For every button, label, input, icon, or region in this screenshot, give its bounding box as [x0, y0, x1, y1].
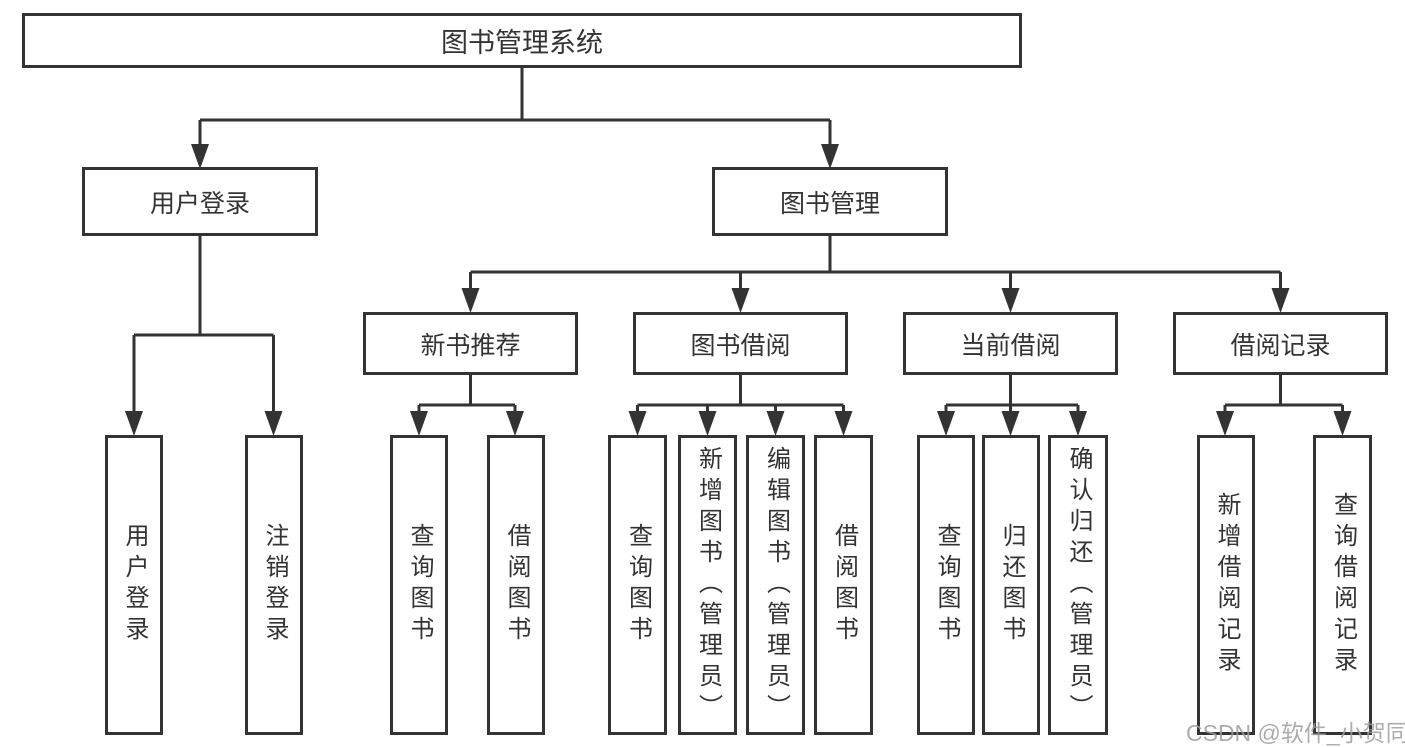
node-leaf-query-borrow-record: 查询借阅记录	[1313, 435, 1372, 735]
node-leaf-edit-book-admin: 编辑图书（管理员）	[746, 435, 805, 735]
node-leaf-confirm-return-admin: 确认归还（管理员）	[1048, 435, 1108, 735]
csdn-watermark: CSDN @软件_小贺同学	[1186, 720, 1405, 746]
node-label: 借阅图书	[830, 523, 858, 647]
node-leaf-query-books-borrow: 查询图书	[608, 435, 667, 735]
node-label: 用户登录	[121, 523, 148, 647]
node-library-system-root: 图书管理系统	[22, 13, 1022, 68]
node-label: 查询图书	[624, 523, 652, 647]
node-user-login: 用户登录	[82, 167, 318, 236]
node-book-management: 图书管理	[712, 167, 948, 236]
node-new-book-recommend: 新书推荐	[363, 312, 578, 375]
node-current-borrowing: 当前借阅	[903, 312, 1118, 375]
node-leaf-user-login: 用户登录	[105, 435, 163, 735]
node-label: 当前借阅	[960, 331, 1061, 360]
node-book-borrowing: 图书借阅	[633, 312, 848, 375]
node-leaf-add-book-admin: 新增图书（管理员）	[678, 435, 737, 735]
node-label: 查询图书	[406, 523, 433, 647]
node-leaf-return-books: 归还图书	[982, 435, 1040, 735]
node-label: 用户登录	[149, 189, 250, 218]
node-label: 新增图书（管理员）	[694, 445, 722, 725]
node-label: 图书管理系统	[441, 28, 603, 58]
node-borrowing-records: 借阅记录	[1173, 312, 1388, 375]
node-label: 编辑图书（管理员）	[762, 445, 790, 725]
node-label: 查询图书	[933, 523, 960, 647]
node-leaf-query-books-rec: 查询图书	[390, 435, 448, 735]
node-label: 借阅记录	[1230, 331, 1331, 360]
node-leaf-add-borrow-record: 新增借阅记录	[1197, 435, 1255, 735]
node-label: 查询借阅记录	[1329, 492, 1357, 678]
node-label: 借阅图书	[503, 523, 530, 647]
node-label: 新书推荐	[420, 331, 521, 360]
arrowheads	[125, 144, 1352, 436]
node-leaf-logout: 注销登录	[245, 435, 303, 735]
node-label: 注销登录	[261, 523, 288, 647]
node-label: 归还图书	[998, 523, 1025, 647]
node-label: 新增借阅记录	[1213, 492, 1240, 678]
node-leaf-query-books-current: 查询图书	[917, 435, 975, 735]
node-leaf-borrow-books-rec: 借阅图书	[487, 435, 545, 735]
node-label: 图书借阅	[690, 331, 791, 360]
node-leaf-borrow-books: 借阅图书	[814, 435, 873, 735]
node-label: 确认归还（管理员）	[1065, 445, 1092, 725]
node-label: 图书管理	[779, 189, 880, 218]
